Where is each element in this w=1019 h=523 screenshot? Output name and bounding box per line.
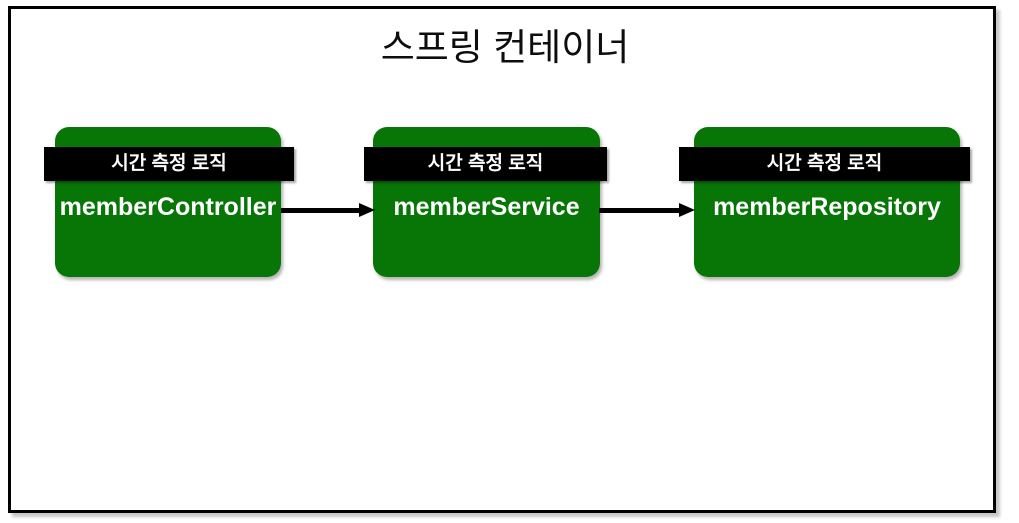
arrow-shaft — [599, 208, 682, 213]
dependency-arrow — [281, 203, 375, 217]
time-measurement-banner: 시간 측정 로직 — [364, 147, 607, 181]
bean-label: memberController — [59, 193, 277, 221]
arrow-shaft — [281, 208, 362, 213]
dependency-arrow — [599, 203, 695, 217]
bean-label: memberRepository — [713, 193, 941, 221]
arrow-head-icon — [359, 203, 375, 217]
time-measurement-banner: 시간 측정 로직 — [679, 147, 970, 181]
bean-label: memberService — [393, 193, 580, 221]
page-title: 스프링 컨테이너 — [380, 27, 630, 68]
arrow-head-icon — [679, 203, 695, 217]
time-measurement-banner: 시간 측정 로직 — [44, 147, 294, 181]
spring-container-frame: 스프링 컨테이너 시간 측정 로직 memberController 시간 측정… — [8, 6, 996, 513]
beans-layer: 시간 측정 로직 memberController 시간 측정 로직 membe… — [11, 9, 999, 516]
